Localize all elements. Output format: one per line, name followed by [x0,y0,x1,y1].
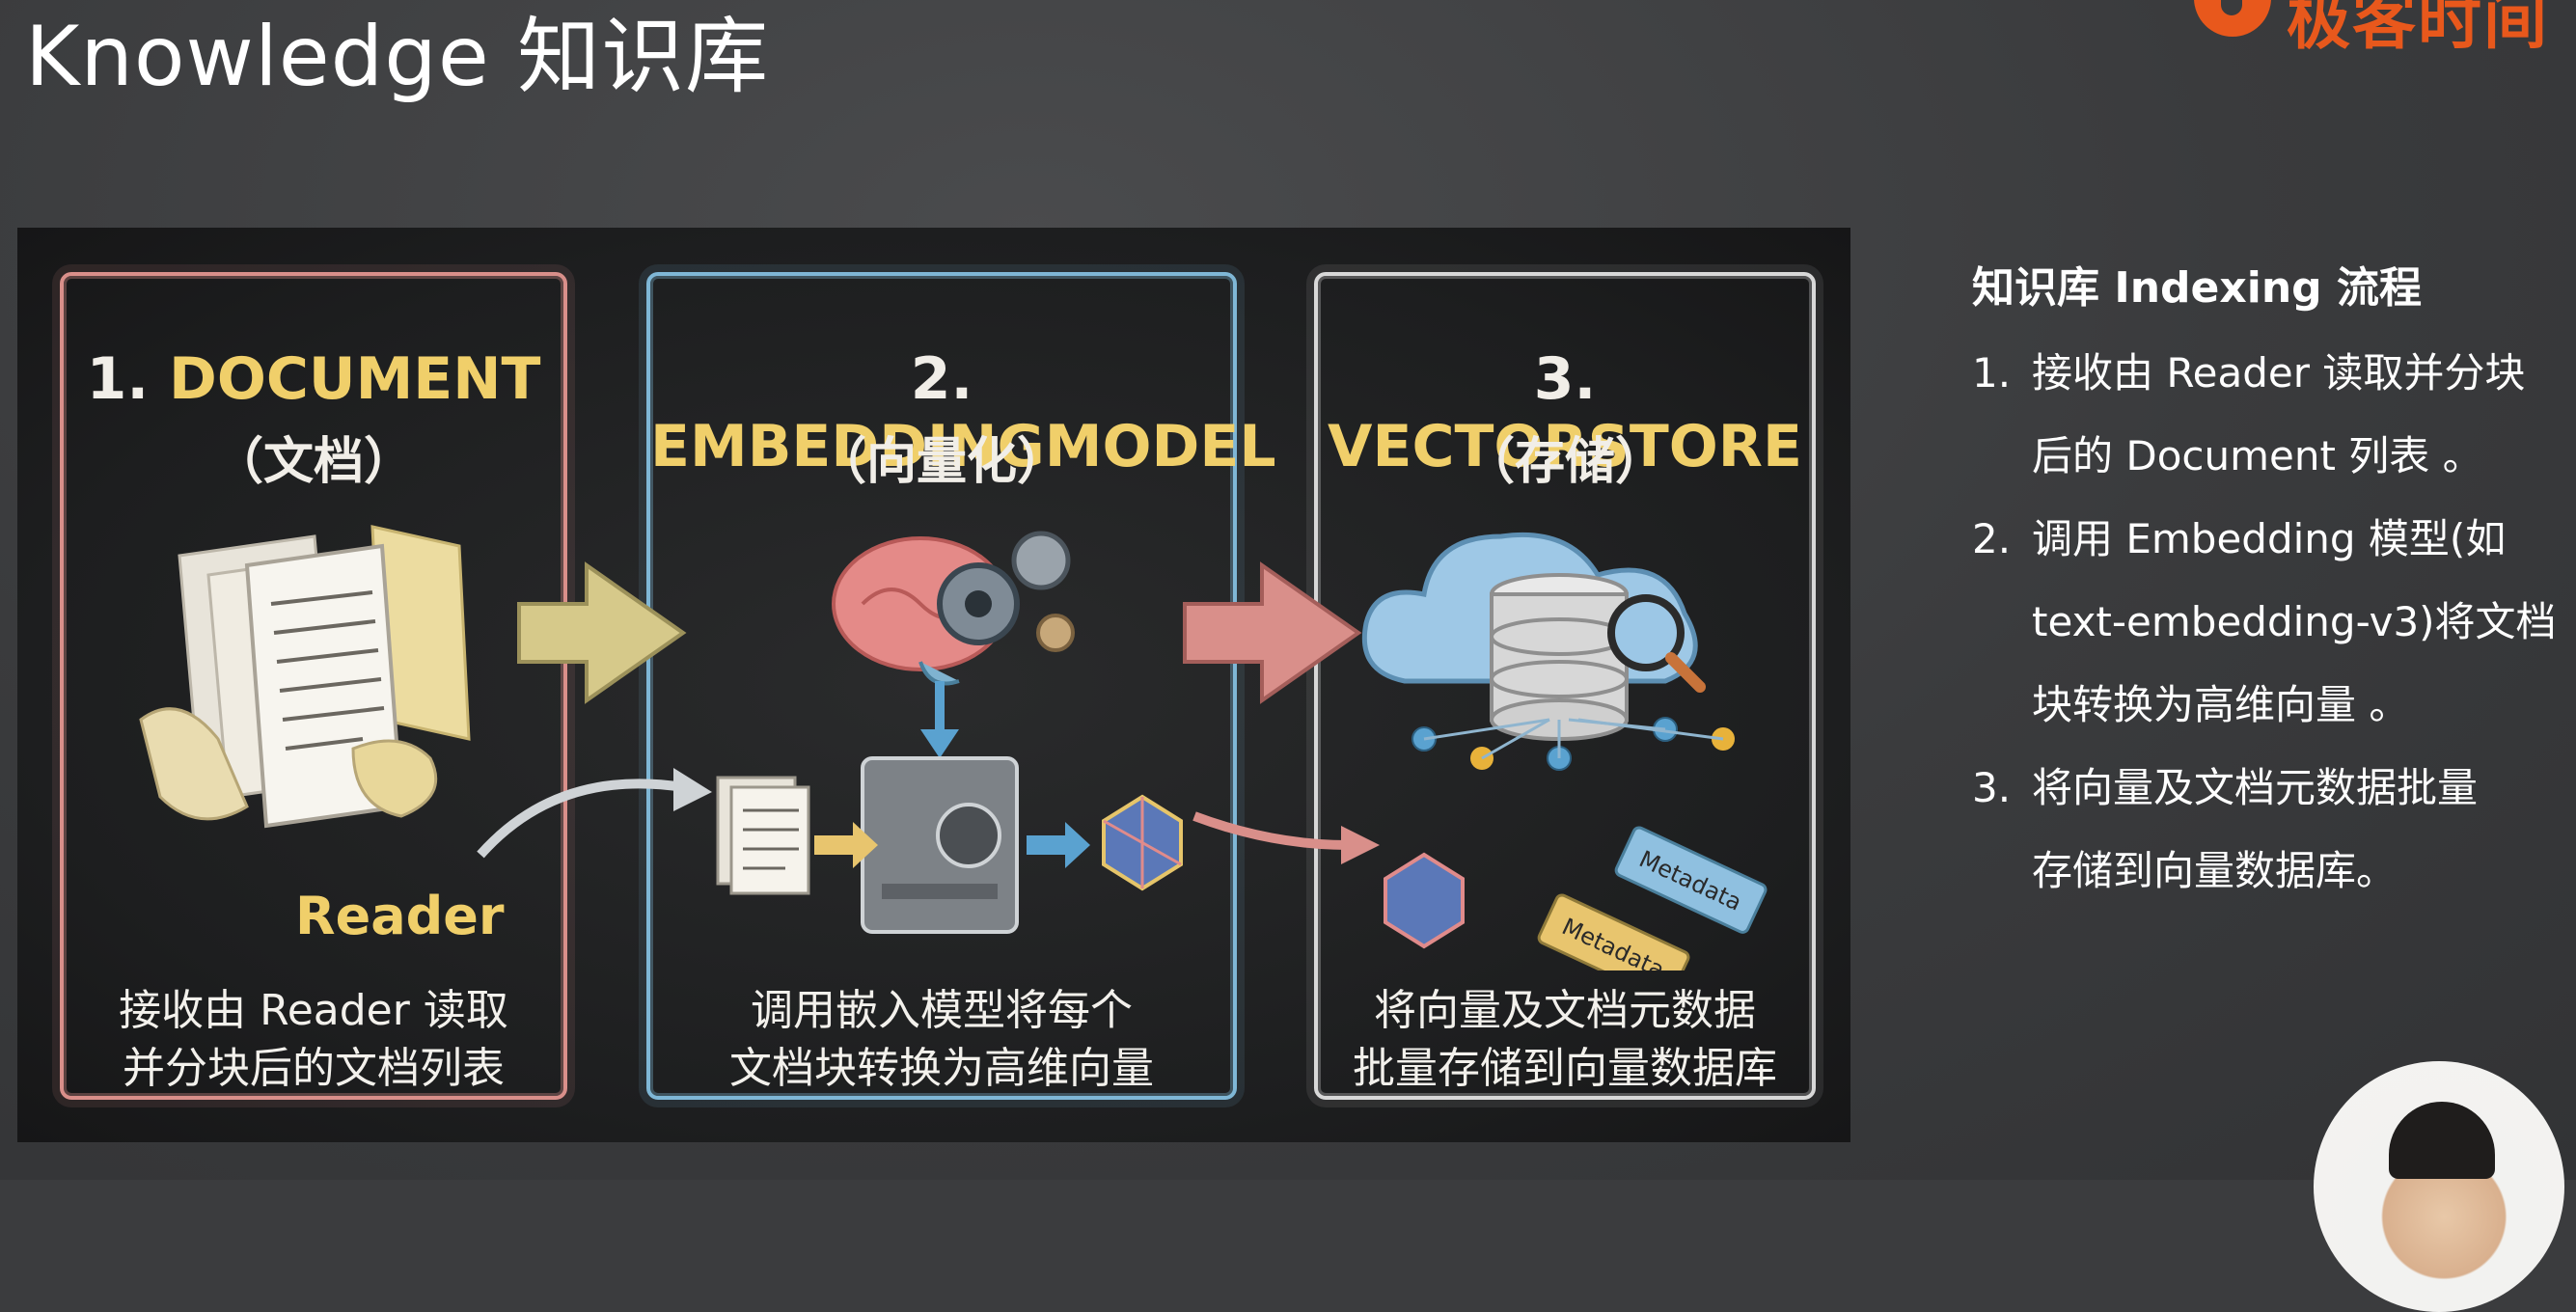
panel-subtitle: （文档） [212,433,414,491]
steps-title: 知识库 Indexing 流程 [1972,263,2422,313]
reader-label: Reader [295,886,505,946]
panel-heading: 3. VECTORSTORE [1318,345,1812,480]
panel-vector-store: 3. VECTORSTORE （存储） [1314,272,1816,1100]
slide-title: Knowledge 知识库 [25,9,770,105]
list-item: 3. 将向量及文档元数据批量 存储到向量数据库。 [1972,747,2570,913]
panel-name: VECTORSTORE [1328,413,1802,480]
panel-description: 将向量及文档元数据 批量存储到向量数据库 [1318,982,1812,1098]
description-line: 接收由 Reader 读取 [119,986,508,1035]
embedding-illustration-icon [716,531,1183,934]
indexing-steps-panel: 知识库 Indexing 流程 1. 接收由 Reader 读取并分块 后的 D… [1972,253,2570,913]
step-line: 后的 Document 列表 。 [2032,432,2483,479]
presenter-avatar [2314,1061,2564,1312]
documents-illustration-icon [139,525,471,829]
step-number: 1. [1972,349,2012,396]
metadata-tag-blue: Metadata [1614,826,1768,934]
panel-subtitle: （向量化） [815,433,1067,491]
step-line: 调用 Embedding 模型(如 [2032,515,2507,562]
description-line: 并分块后的文档列表 [123,1044,505,1093]
description-line: 将向量及文档元数据 [1374,986,1756,1035]
panel-number: 1. [86,345,150,413]
description-line: 调用嵌入模型将每个 [751,986,1133,1035]
description-line: 批量存储到向量数据库 [1353,1044,1777,1093]
panel-description: 调用嵌入模型将每个 文档块转换为高维向量 [650,982,1233,1098]
brand-text: 极客时间 [2287,0,2549,58]
vector-store-illustration-icon: Metadata Metadata [1361,532,1768,970]
chalkboard-illustration: 1. DOCUMENT （文档） [17,228,1850,1142]
step-number: 2. [1972,515,2012,562]
step-line: text-embedding-v3)将文档 [2032,598,2557,645]
panel-number: 3. [1533,345,1597,413]
metadata-tag-yellow: Metadata [1537,893,1690,970]
presenter-hair [2389,1102,2495,1179]
step-line: 存储到向量数据库。 [2032,847,2398,894]
panel-description: 接收由 Reader 读取 并分块后的文档列表 [64,982,563,1098]
step-number: 3. [1972,764,2012,811]
panel-subtitle: （存储） [1464,433,1665,491]
brand-mark-icon [2194,0,2271,37]
panel-document: 1. DOCUMENT （文档） [60,272,567,1100]
steps-list: 1. 接收由 Reader 读取并分块 后的 Document 列表 。 2. … [1972,332,2570,913]
list-item: 2. 调用 Embedding 模型(如 text-embedding-v3)将… [1972,498,2570,747]
panel-number: 2. [910,345,973,413]
panel-heading: 2. EMBEDDINGMODEL [650,345,1276,480]
step-line: 接收由 Reader 读取并分块 [2032,349,2526,396]
panel-name: EMBEDDINGMODEL [650,413,1276,480]
panel-embedding-model: 2. EMBEDDINGMODEL （向量化） [646,272,1276,1100]
brand-logo: 极客时间 [2190,0,2576,58]
panel-heading: 1. DOCUMENT [64,345,563,413]
step-line: 将向量及文档元数据批量 [2032,764,2479,811]
panel-name: DOCUMENT [169,345,541,413]
description-line: 文档块转换为高维向量 [729,1044,1154,1093]
list-item: 1. 接收由 Reader 读取并分块 后的 Document 列表 。 [1972,332,2570,498]
step-line: 块转换为高维向量 。 [2032,681,2410,728]
